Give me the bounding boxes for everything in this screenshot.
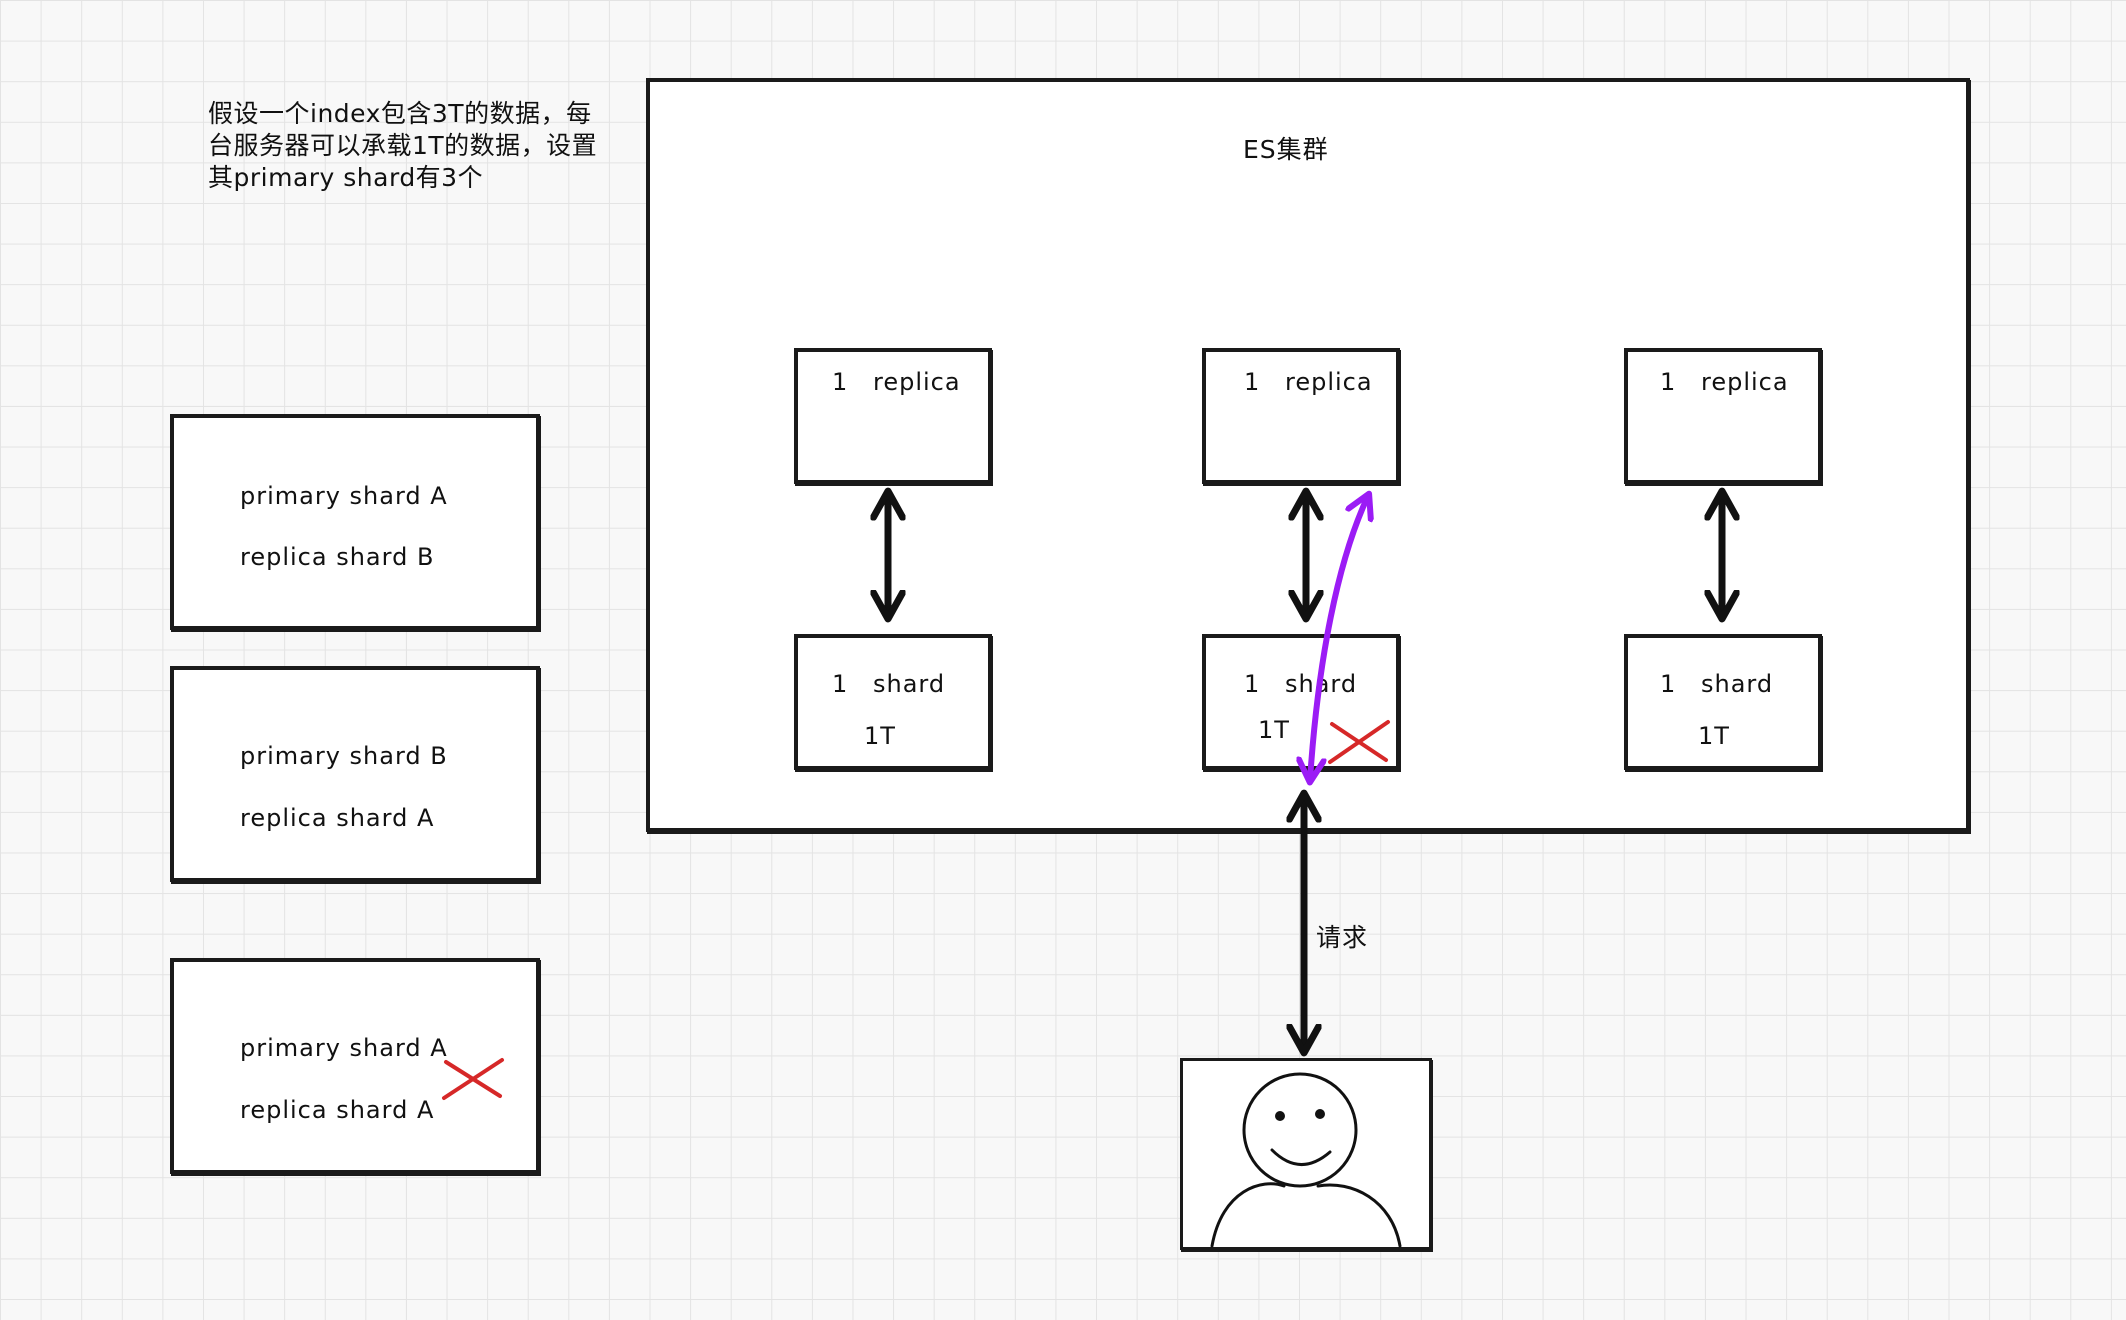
replica-label-1: replica [873, 368, 961, 396]
shard-label-1: shard [873, 670, 946, 698]
shard-box-3 [1624, 634, 1822, 770]
server-1-primary: primary shard A [240, 482, 448, 510]
red-x-icon [1328, 720, 1390, 764]
server-2-primary: primary shard B [240, 742, 448, 770]
cluster-label: ES集群 [1243, 135, 1329, 164]
replica-box-2 [1202, 348, 1400, 484]
replica-label-2: replica [1285, 368, 1373, 396]
server-3-replica: replica shard A [240, 1096, 435, 1124]
shard-number-1: 1 [832, 670, 848, 698]
server-3-primary: primary shard A [240, 1034, 448, 1062]
server-box-3 [170, 958, 540, 1174]
replica-number-3: 1 [1660, 368, 1676, 396]
replica-box-1 [794, 348, 992, 484]
shard-number-3: 1 [1660, 670, 1676, 698]
server-2-replica: replica shard A [240, 804, 435, 832]
red-x-icon [442, 1058, 504, 1100]
request-label: 请求 [1316, 923, 1369, 952]
replica-box-3 [1624, 348, 1822, 484]
smiley-person-icon [1210, 1072, 1402, 1248]
shard-number-2: 1 [1244, 670, 1260, 698]
replica-number-2: 1 [1244, 368, 1260, 396]
shard-label-3: shard [1701, 670, 1774, 698]
server-box-2 [170, 666, 540, 882]
shard-size-2: 1T [1258, 716, 1290, 744]
server-box-1 [170, 414, 540, 630]
reroute-arrow [1310, 496, 1368, 780]
shard-size-1: 1T [864, 722, 896, 750]
shard-size-3: 1T [1698, 722, 1730, 750]
server-1-replica: replica shard B [240, 543, 435, 571]
replica-number-1: 1 [832, 368, 848, 396]
replica-label-3: replica [1701, 368, 1789, 396]
shard-box-1 [794, 634, 992, 770]
description-note: 假设一个index包含3T的数据，每台服务器可以承载1T的数据，设置其prima… [208, 99, 598, 192]
